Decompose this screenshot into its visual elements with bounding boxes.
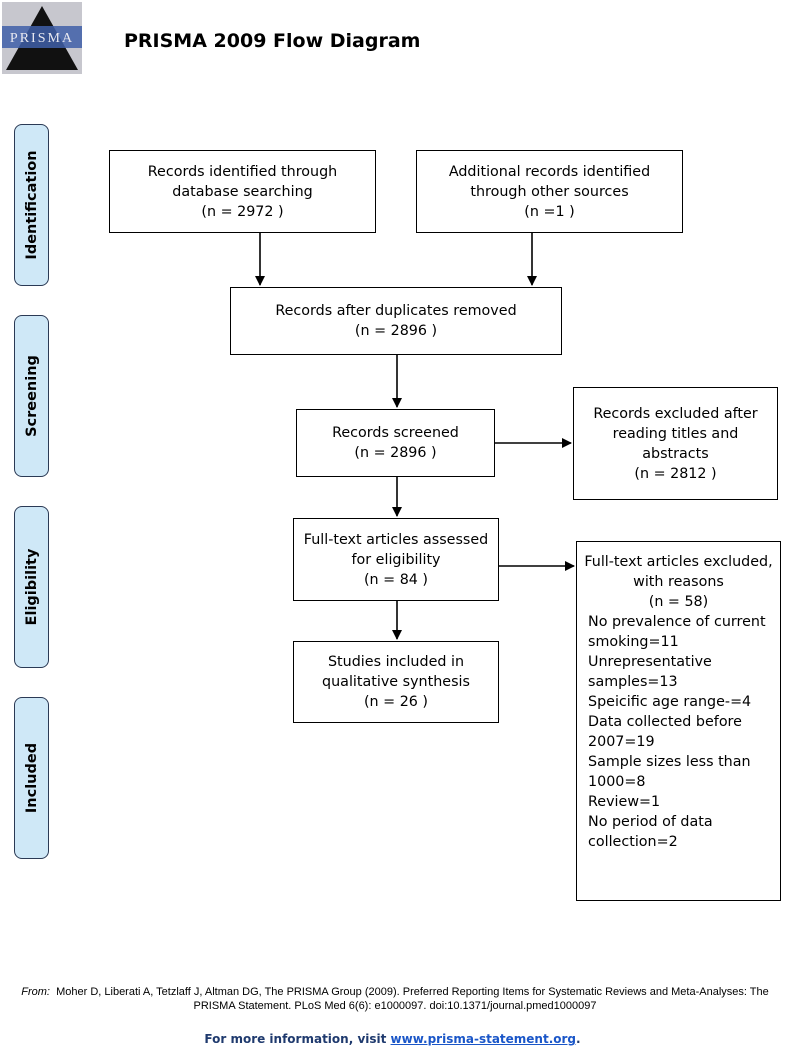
box-text: abstracts <box>642 445 709 462</box>
box-count: (n = 84 ) <box>363 571 429 588</box>
exclusion-reason: Unrepresentative <box>588 654 712 670</box>
stage-identification: Identification <box>14 124 49 286</box>
box-text: reading titles and <box>612 425 739 442</box>
stage-eligibility: Eligibility <box>14 506 49 668</box>
box-text: database searching <box>172 183 313 200</box>
stage-included: Included <box>14 697 49 859</box>
box-records-excluded: Records excluded after reading titles an… <box>573 387 778 500</box>
box-fulltext-excluded: Full-text articles excluded, with reason… <box>576 541 781 901</box>
box-text: Full-text articles excluded, <box>584 554 773 570</box>
citation-authors: Moher D, Liberati A, Tetzlaff J, Altman … <box>56 986 403 998</box>
box-fulltext-assessed: Full-text articles assessed for eligibil… <box>293 518 499 601</box>
more-info-text: For more information, visit <box>204 1032 391 1046</box>
box-count: (n = 2896 ) <box>354 445 437 461</box>
prisma-logo: PRISMA <box>2 2 82 74</box>
exclusion-reason: Data collected before <box>588 714 742 730</box>
citation-title: Preferred Reporting Items for Systematic… <box>193 986 769 1012</box>
box-text: Records identified through <box>147 163 338 180</box>
box-duplicates-removed: Records after duplicates removed (n = 28… <box>230 287 562 355</box>
more-info: For more information, visit www.prisma-s… <box>0 1032 785 1046</box>
exclusion-reasons-list: No prevalence of current smoking=11 Unre… <box>577 612 780 852</box>
box-database-records: Records identified through database sear… <box>109 150 376 233</box>
logo-text: PRISMA <box>10 31 74 46</box>
page-title: PRISMA 2009 Flow Diagram <box>124 30 421 52</box>
citation-source: PLoS Med 6(6): e1000097. doi:10.1371/jou… <box>291 1000 597 1012</box>
box-count: (n = 26 ) <box>363 694 429 710</box>
box-text: Records after duplicates removed <box>275 303 517 319</box>
box-text: with reasons <box>633 574 724 590</box>
more-info-suffix: . <box>576 1032 581 1046</box>
box-text: qualitative synthesis <box>322 674 470 690</box>
box-count: (n = 2812 ) <box>634 465 717 482</box>
box-count: (n = 58) <box>648 594 709 610</box>
box-text: Records screened <box>332 425 459 441</box>
box-text: through other sources <box>470 183 629 200</box>
box-text: Studies included in <box>327 654 465 670</box>
exclusion-reason: Speicific age range-=4 <box>588 694 752 710</box>
exclusion-reason: Sample sizes less than <box>588 754 751 770</box>
exclusion-reason: 2007=19 <box>588 734 655 750</box>
prisma-website-link[interactable]: www.prisma-statement.org <box>390 1032 577 1046</box>
exclusion-reason: samples=13 <box>588 674 678 690</box>
stage-screening: Screening <box>14 315 49 477</box>
exclusion-reason: Review=1 <box>588 794 661 810</box>
exclusion-reason: No prevalence of current <box>588 614 766 630</box>
exclusion-reason: collection=2 <box>588 834 678 850</box>
box-studies-included: Studies included in qualitative synthesi… <box>293 641 499 723</box>
box-text: Full-text articles assessed <box>303 531 489 548</box>
exclusion-reason: No period of data <box>588 814 713 830</box>
box-count: (n = 2972 ) <box>201 203 284 220</box>
prisma-logo-graphic: PRISMA <box>2 2 82 74</box>
box-other-records: Additional records identified through ot… <box>416 150 683 233</box>
box-records-screened: Records screened (n = 2896 ) <box>296 409 495 477</box>
exclusion-reason: 1000=8 <box>588 774 646 790</box>
box-text: Records excluded after <box>593 405 758 422</box>
box-text: for eligibility <box>351 551 441 568</box>
citation-from-label: From: <box>21 986 50 998</box>
box-text: Additional records identified <box>448 163 651 180</box>
exclusion-reason: smoking=11 <box>588 634 679 650</box>
box-count: (n = 2896 ) <box>354 323 438 339</box>
citation: From: Moher D, Liberati A, Tetzlaff J, A… <box>20 985 770 1013</box>
box-count: (n =1 ) <box>524 203 575 220</box>
